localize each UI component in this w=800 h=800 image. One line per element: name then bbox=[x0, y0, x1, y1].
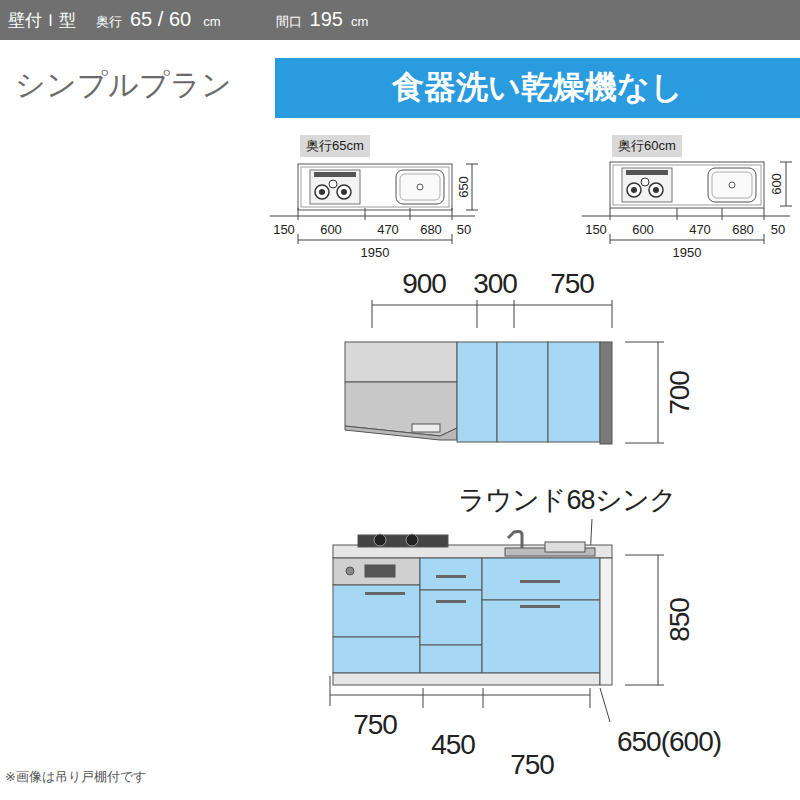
depth-tag: 奥行60cm bbox=[612, 135, 682, 157]
plan-title: シンプルプラン bbox=[15, 70, 232, 100]
tag-text: 奥行60cm bbox=[618, 137, 676, 155]
dimension: 850 bbox=[666, 598, 694, 642]
header-text: 間口 bbox=[276, 13, 302, 31]
dimension: 600 bbox=[320, 223, 342, 236]
dimension: 450 bbox=[431, 731, 475, 759]
dimension: 750 bbox=[510, 751, 554, 779]
dimension: 1950 bbox=[673, 246, 702, 259]
dimension: 150 bbox=[585, 223, 607, 236]
tag-text: 奥行65cm bbox=[306, 137, 364, 155]
option-band: 食器洗い乾燥機なし bbox=[275, 58, 800, 118]
dimension: 750 bbox=[353, 711, 397, 739]
dimension: 680 bbox=[732, 223, 754, 236]
dimension: 150 bbox=[273, 223, 295, 236]
dimension: 650(600) bbox=[617, 728, 721, 756]
header-text: cm bbox=[351, 14, 368, 29]
band-text: 食器洗い乾燥機なし bbox=[392, 66, 683, 110]
dimension: 600 bbox=[632, 223, 654, 236]
dimension: 470 bbox=[689, 223, 711, 236]
dimension: 300 bbox=[473, 270, 517, 298]
dimension: 650 bbox=[457, 176, 470, 198]
dimension: 1950 bbox=[361, 246, 390, 259]
dimension: 470 bbox=[377, 223, 399, 236]
dimension: 750 bbox=[550, 270, 594, 298]
dimension: 680 bbox=[420, 223, 442, 236]
dimension: 50 bbox=[771, 223, 785, 236]
header-text: 壁付Ｉ型 bbox=[8, 9, 76, 32]
part-name: ラウンド68シンク bbox=[458, 487, 675, 514]
header-text: 195 bbox=[310, 8, 343, 31]
dimension: 600 bbox=[770, 173, 783, 195]
dimension: 900 bbox=[402, 270, 446, 298]
note: ※画像は吊り戸棚付です bbox=[5, 770, 146, 783]
header-bar: 壁付Ｉ型 奥行 65 / 60 cm 間口 195 cm bbox=[0, 0, 800, 40]
dimension: 700 bbox=[666, 371, 694, 415]
dimension: 50 bbox=[457, 223, 471, 236]
depth-tag: 奥行65cm bbox=[300, 135, 370, 157]
header-text: 奥行 bbox=[96, 13, 122, 31]
header-text: cm bbox=[203, 14, 220, 29]
header-text: 65 / 60 bbox=[130, 8, 191, 31]
